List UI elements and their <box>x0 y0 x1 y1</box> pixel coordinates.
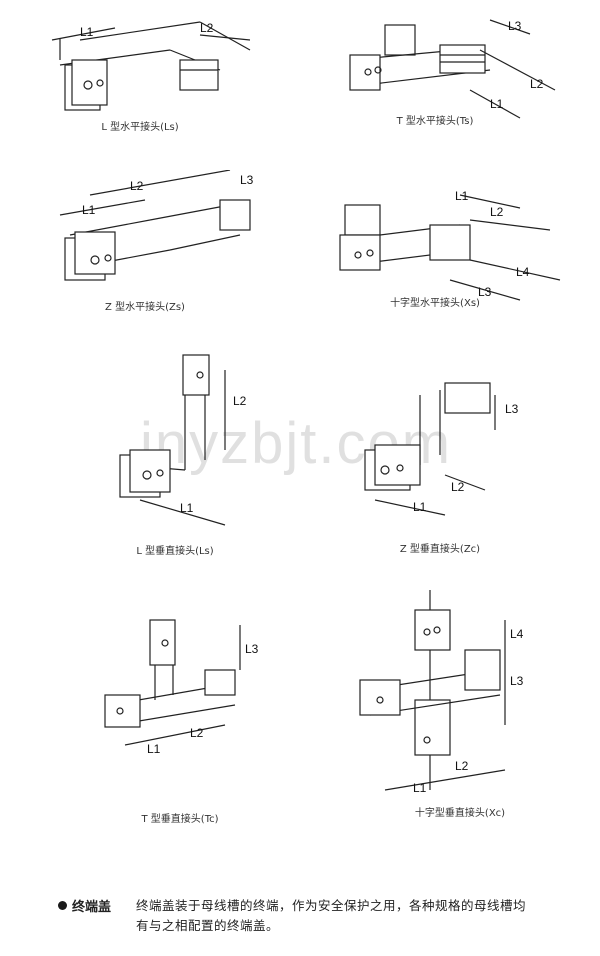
dim-label: L2 <box>190 726 204 740</box>
panel-cross-horizontal: L1 L2 L4 L3 十字型水平接头(Xs) <box>320 180 590 320</box>
dim-label: L2 <box>490 205 504 219</box>
footer-description: 终端盖装于母线槽的终端，作为安全保护之用，各种规格的母线槽均有与之相配置的终端盖… <box>136 898 527 933</box>
z-vertical-drawing: L3 L2 L1 <box>364 382 519 516</box>
cross-vertical-drawing: L4 L3 L2 L1 <box>359 590 524 795</box>
dim-label: L2 <box>451 480 465 494</box>
cross-horizontal-drawing: L1 L2 L4 L3 <box>339 189 561 301</box>
panel-caption: L 型水平接头(Ls) <box>101 122 179 133</box>
dim-label: L1 <box>147 742 161 756</box>
panel-caption: T 型垂直接头(Tc) <box>141 814 219 825</box>
dim-label: L2 <box>233 394 247 408</box>
l-vertical-drawing: L2 L1 <box>119 354 247 526</box>
dim-label: L1 <box>80 25 94 39</box>
panel-l-horizontal: L1 L2 L 型水平接头(Ls) <box>40 10 270 140</box>
dim-label: L3 <box>478 285 492 299</box>
dim-label: L2 <box>530 77 544 91</box>
panel-cross-vertical: L4 L3 L2 L1 十字型垂直接头(Xc) <box>345 590 575 830</box>
dim-label: L3 <box>510 674 524 688</box>
dim-label: L1 <box>455 189 469 203</box>
panel-l-vertical: L2 L1 L 型垂直接头(Ls) <box>95 350 275 560</box>
dim-label: L3 <box>240 173 254 187</box>
dim-label: L2 <box>200 21 214 35</box>
dim-label: L2 <box>455 759 469 773</box>
dim-label: L1 <box>82 203 96 217</box>
panel-z-vertical: L3 L2 L1 Z 型垂直接头(Zc) <box>345 375 555 560</box>
footer-title: 终端盖 <box>72 900 112 915</box>
panel-caption: Z 型水平接头(Zs) <box>105 302 185 313</box>
dim-label: L3 <box>245 642 259 656</box>
panel-caption: L 型垂直接头(Ls) <box>136 546 214 557</box>
dim-label: L1 <box>413 500 427 514</box>
bullet-icon <box>58 901 67 910</box>
t-horizontal-drawing: L3 L2 L1 <box>349 19 556 119</box>
panel-t-vertical: L3 L1 L2 T 型垂直接头(Tc) <box>95 615 285 830</box>
dim-label: L1 <box>180 501 194 515</box>
dim-label: L1 <box>490 97 504 111</box>
t-vertical-drawing: L3 L1 L2 <box>104 619 259 756</box>
panel-z-horizontal: L2 L3 L1 Z 型水平接头(Zs) <box>40 170 280 320</box>
panel-t-horizontal: L3 L2 L1 T 型水平接头(Ts) <box>330 10 580 140</box>
dim-label: L1 <box>413 781 427 795</box>
dim-label: L3 <box>505 402 519 416</box>
panel-caption: 十字型垂直接头(Xc) <box>414 808 506 819</box>
dim-label: L4 <box>510 627 524 641</box>
panel-caption: Z 型垂直接头(Zc) <box>399 544 481 555</box>
l-horizontal-drawing: L1 L2 <box>51 21 251 111</box>
panel-caption: T 型水平接头(Ts) <box>396 116 474 127</box>
z-horizontal-drawing: L2 L3 L1 <box>59 170 254 281</box>
panel-caption: 十字型水平接头(Xs) <box>390 298 480 309</box>
dim-label: L4 <box>516 265 530 279</box>
dim-label: L2 <box>130 179 144 193</box>
dim-label: L3 <box>508 19 522 33</box>
